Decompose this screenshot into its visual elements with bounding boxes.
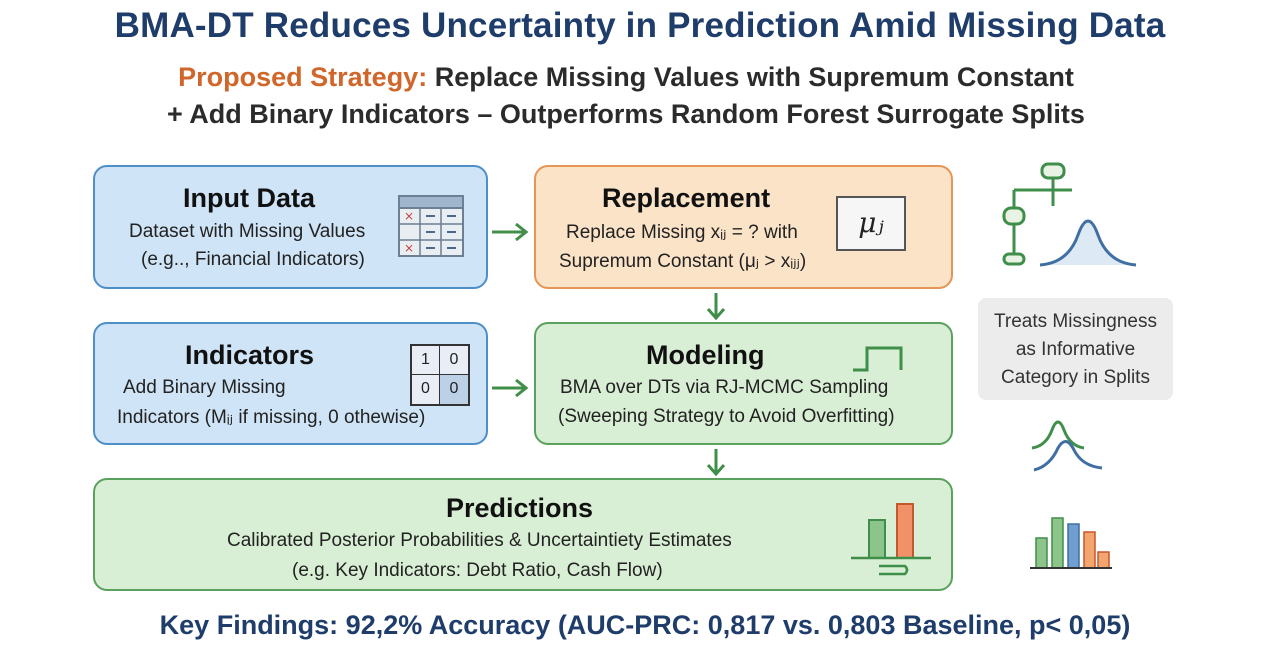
arrow-indicators-to-modeling	[492, 378, 529, 398]
binary-grid-icon: 1 0 0 0	[410, 344, 470, 406]
missingness-note-line-1: Treats Missingness	[994, 311, 1157, 332]
input-data-box: Input Data Dataset with Missing Values (…	[93, 165, 488, 289]
replacement-title: Replacement	[602, 183, 771, 213]
page-title: BMA-DT Reduces Uncertainty in Prediction…	[114, 6, 1166, 45]
modeling-line-1: BMA over DTs via RJ-MCMC Sampling	[560, 377, 889, 398]
indicators-box: Indicators Add Binary Missing Indicators…	[93, 322, 488, 445]
key-findings: Key Findings: 92,2% Accuracy (AUC-PRC: 0…	[159, 610, 1131, 640]
predictions-line-2: (e.g. Key Indicators: Debt Ratio, Cash F…	[292, 560, 663, 581]
arrow-replacement-to-modeling	[706, 293, 726, 321]
svg-text:×: ×	[404, 241, 414, 255]
missingness-note-line-2: as Informative	[1015, 339, 1136, 360]
predictions-line-1: Calibrated Posterior Probabilities & Unc…	[227, 530, 732, 551]
grid-cell: 1	[412, 346, 440, 375]
predictions-box: Predictions Calibrated Posterior Probabi…	[93, 478, 953, 591]
grid-cell: 0	[412, 375, 440, 404]
subtitle-accent: Proposed Strategy:	[178, 62, 428, 92]
decision-tree-icon	[1002, 162, 1072, 266]
table-icon: × ×	[398, 195, 464, 257]
replacement-line-2: Supremum Constant (μⱼ > xᵢⱼⱼ)	[559, 251, 807, 272]
replacement-box: Replacement Replace Missing xᵢⱼ = ? with…	[534, 165, 953, 289]
histogram-icon	[1030, 517, 1112, 569]
predictions-title: Predictions	[446, 493, 594, 523]
arrow-modeling-to-predictions	[706, 449, 726, 477]
modeling-title: Modeling	[646, 340, 765, 370]
bar-chart-icon	[851, 503, 931, 576]
replacement-line-1: Replace Missing xᵢⱼ = ? with	[566, 222, 798, 243]
bell-curve-icon	[1039, 219, 1137, 267]
subtitle-line-1: Proposed Strategy: Replace Missing Value…	[0, 62, 1252, 93]
grid-cell: 0	[440, 346, 468, 375]
subtitle-line-2: + Add Binary Indicators – Outperforms Ra…	[167, 99, 1085, 129]
step-icon	[853, 346, 903, 372]
svg-text:×: ×	[404, 209, 414, 223]
indicators-title: Indicators	[185, 340, 315, 370]
mu-symbol-icon: μⱼ	[836, 196, 906, 251]
modeling-line-2: (Sweeping Strategy to Avoid Overfitting)	[558, 406, 895, 427]
input-data-line-2: (e.g.., Financial Indicators)	[141, 249, 365, 270]
missingness-note-line-3: Category in Splits	[1001, 367, 1150, 388]
indicators-line-2: Indicators (Mᵢⱼ if missing, 0 othewise)	[117, 407, 426, 428]
input-data-line-1: Dataset with Missing Values	[129, 221, 366, 242]
input-data-title: Input Data	[183, 183, 315, 213]
subtitle-rest: Replace Missing Values with Supremum Con…	[427, 62, 1074, 92]
modeling-box: Modeling BMA over DTs via RJ-MCMC Sampli…	[534, 322, 953, 445]
distribution-icon	[1031, 420, 1103, 472]
arrow-input-to-replacement	[492, 222, 529, 242]
grid-cell: 0	[440, 375, 468, 404]
indicators-line-1: Add Binary Missing	[123, 377, 286, 398]
missingness-note: Treats Missingness as Informative Catego…	[978, 298, 1173, 400]
